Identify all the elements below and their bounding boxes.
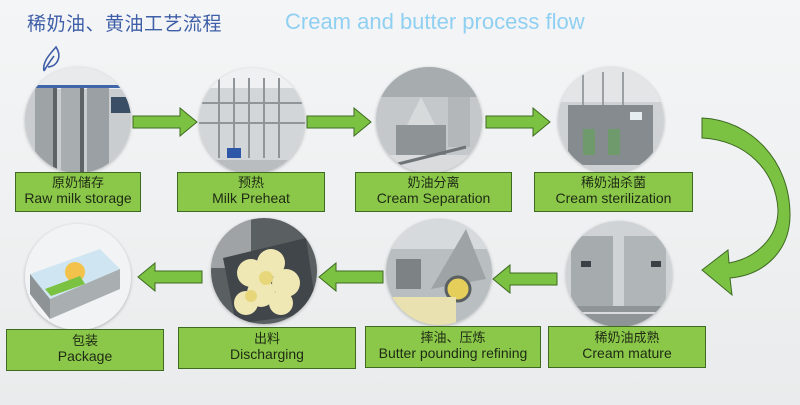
arrow-right-2 (306, 107, 372, 137)
step-label-raw-milk-storage: 原奶储存 Raw milk storage (15, 172, 141, 212)
photo-butter-pounding (386, 219, 492, 325)
step-label-cn: 包装 (71, 334, 98, 350)
step-label-cn: 出料 (253, 332, 280, 348)
photo-cream-mature (566, 221, 672, 327)
photo-cream-sterilization (558, 67, 664, 173)
step-label-cream-sterilization: 稀奶油杀菌 Cream sterilization (534, 172, 693, 212)
step-label-butter-pounding-refining: 摔油、压炼 Butter pounding refining (365, 326, 541, 368)
step-label-en: Package (57, 348, 113, 365)
step-label-cn: 原奶储存 (51, 176, 104, 192)
leaf-outline-icon (42, 45, 60, 72)
photo-discharging (211, 218, 317, 324)
photo-raw-milk-storage (25, 67, 131, 173)
step-label-en: Cream Separation (376, 190, 491, 207)
step-label-cream-mature: 稀奶油成熟 Cream mature (548, 326, 706, 368)
photo-milk-preheat (199, 68, 305, 174)
arrow-right-1 (132, 107, 198, 137)
step-label-en: Cream sterilization (555, 190, 672, 207)
arrow-right-3 (485, 107, 551, 137)
step-label-discharging: 出料 Discharging (178, 327, 356, 369)
step-label-cn: 预热 (237, 176, 264, 192)
page-title-cn: 稀奶油、黄油工艺流程 (27, 13, 223, 35)
step-label-en: Cream mature (582, 345, 672, 362)
step-label-cn: 奶油分离 (407, 176, 460, 192)
step-label-cn: 稀奶油成熟 (594, 331, 660, 347)
step-label-en: Raw milk storage (24, 190, 132, 207)
step-label-cream-separation: 奶油分离 Cream Separation (355, 172, 512, 212)
arrow-left-3 (492, 264, 558, 294)
step-label-cn: 摔油、压炼 (420, 331, 486, 347)
photo-cream-separation (376, 67, 482, 173)
page-title-en: Cream and butter process flow (285, 9, 585, 34)
step-label-en: Milk Preheat (212, 190, 290, 207)
step-label-en: Butter pounding refining (378, 345, 528, 362)
arrow-left-1 (137, 262, 203, 292)
curved-arrow-down-icon (701, 117, 791, 297)
step-label-milk-preheat: 预热 Milk Preheat (177, 172, 325, 212)
step-label-en: Discharging (230, 346, 304, 363)
arrow-left-2 (318, 262, 384, 292)
photo-package (25, 224, 131, 330)
step-label-cn: 稀奶油杀菌 (580, 176, 646, 192)
step-label-package: 包装 Package (6, 329, 164, 371)
